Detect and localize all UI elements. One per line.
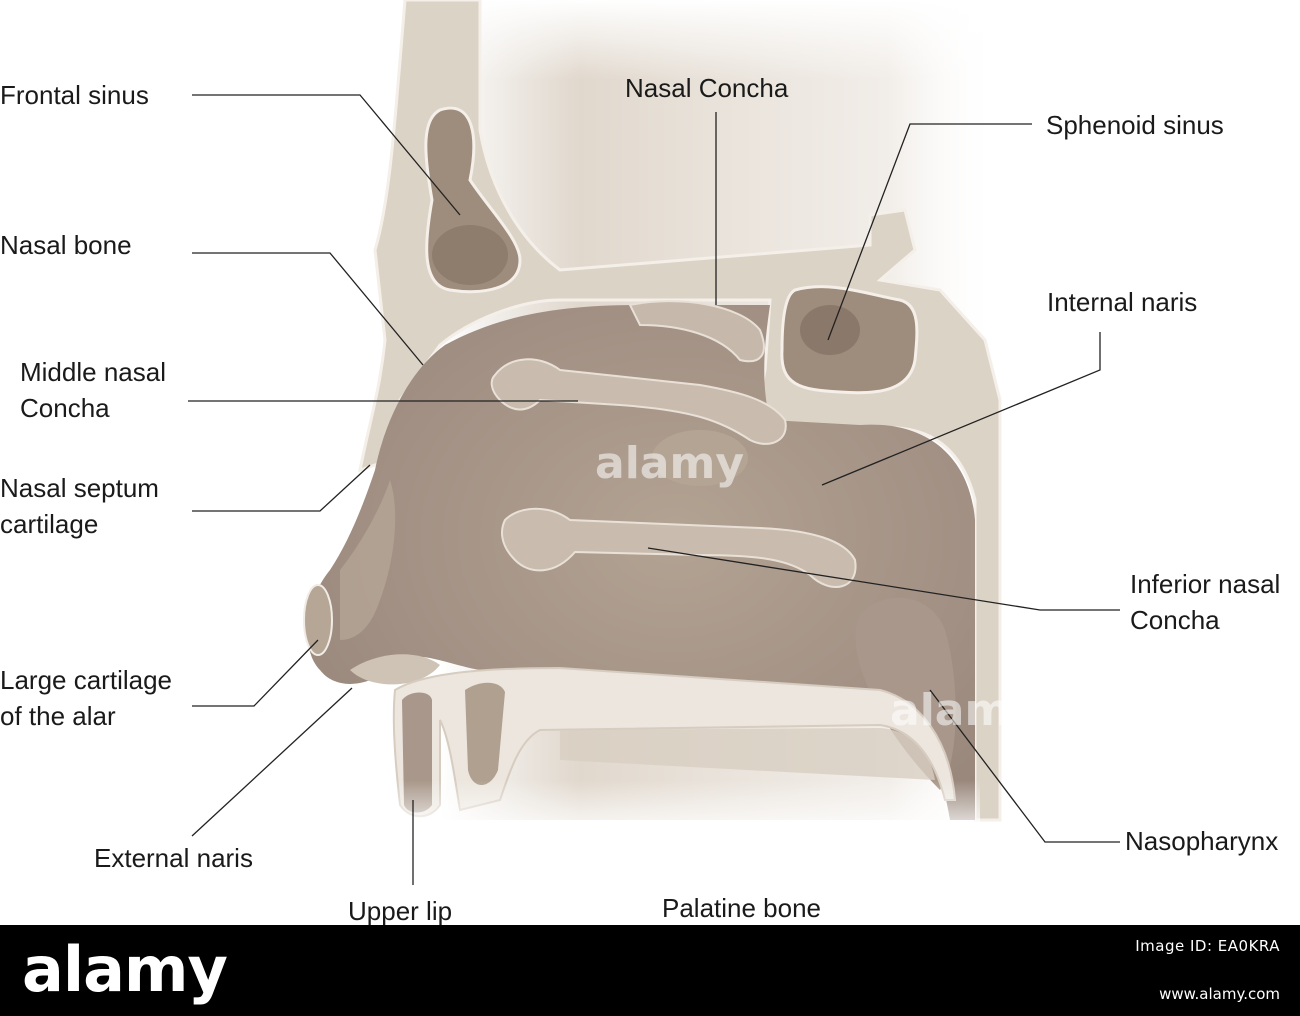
label-upper-lip-text: Upper lip (348, 896, 453, 926)
leader-sphenoid-sinus (827, 123, 1032, 341)
inferior-concha-shape (501, 507, 857, 588)
label-inferior-nasal-concha-line2: Concha (1130, 605, 1220, 635)
footer-bar: alamy Image ID: EA0KRA www.alamy.com (0, 925, 1300, 1016)
label-external-naris: External naris (94, 840, 253, 876)
label-nasopharynx-text: Nasopharynx (1125, 826, 1279, 856)
label-nasopharynx: Nasopharynx (1125, 823, 1278, 859)
watermark-left: alamy (10, 688, 159, 739)
leader-frontal-sinus (192, 94, 461, 216)
label-middle-nasal-concha: Middle nasal Concha (20, 354, 166, 426)
label-nasal-concha-text: Nasal Concha (625, 73, 789, 103)
leader-external-naris (191, 687, 353, 837)
leader-nasopharynx (929, 689, 1120, 843)
label-nasal-bone: Nasal bone (0, 227, 132, 263)
palate-lip (380, 666, 980, 840)
label-frontal-sinus-text: Frontal sinus (0, 80, 149, 110)
label-nasal-septum-cartilage: Nasal septum cartilage (0, 470, 159, 542)
conchae (490, 300, 857, 588)
label-large-cartilage-alar-line1: Large cartilage (0, 665, 172, 695)
label-frontal-sinus: Frontal sinus (0, 77, 149, 113)
label-middle-nasal-concha-line1: Middle nasal (20, 357, 166, 387)
alar-cartilage-shape (303, 584, 333, 656)
leader-internal-naris (821, 332, 1101, 486)
leader-lines (188, 94, 1120, 885)
label-inferior-nasal-concha-line1: Inferior nasal (1130, 569, 1281, 599)
watermark-right: alamy (890, 685, 1039, 736)
label-nasal-concha: Nasal Concha (625, 70, 788, 106)
label-nasal-bone-text: Nasal bone (0, 230, 132, 260)
leader-large-cartilage (192, 639, 319, 707)
label-inferior-nasal-concha: Inferior nasal Concha (1130, 566, 1280, 638)
nasal-concha-shape (628, 300, 765, 363)
watermarks: alamy alamy alamy (10, 438, 1039, 739)
label-palatine-bone: Palatine bone (662, 890, 821, 926)
label-palatine-bone-text: Palatine bone (662, 893, 822, 923)
label-external-naris-text: External naris (94, 843, 253, 873)
label-large-cartilage-alar-line2: of the alar (0, 701, 116, 731)
label-upper-lip: Upper lip (348, 893, 452, 929)
leader-inferior-nasal-concha (647, 547, 1120, 611)
skull-bone (358, 0, 1002, 822)
label-nasal-septum-cartilage-line1: Nasal septum (0, 473, 159, 503)
image-id: Image ID: EA0KRA (1135, 937, 1280, 955)
label-large-cartilage-alar: Large cartilage of the alar (0, 662, 172, 734)
label-internal-naris: Internal naris (1047, 284, 1197, 320)
watermark-center: alamy (595, 438, 744, 489)
alamy-logo: alamy (22, 933, 228, 1006)
leader-nasal-bone (192, 252, 424, 366)
leader-nasal-septum (192, 464, 371, 512)
nasal-cavity-diagram: alamy alamy alamy (10, 0, 1120, 885)
label-sphenoid-sinus-text: Sphenoid sinus (1046, 110, 1224, 140)
label-middle-nasal-concha-line2: Concha (20, 393, 110, 423)
footer-url: www.alamy.com (1159, 985, 1280, 1003)
label-internal-naris-text: Internal naris (1047, 287, 1198, 317)
label-sphenoid-sinus: Sphenoid sinus (1046, 107, 1224, 143)
label-nasal-septum-cartilage-line2: cartilage (0, 509, 99, 539)
middle-concha-shape (490, 358, 787, 445)
